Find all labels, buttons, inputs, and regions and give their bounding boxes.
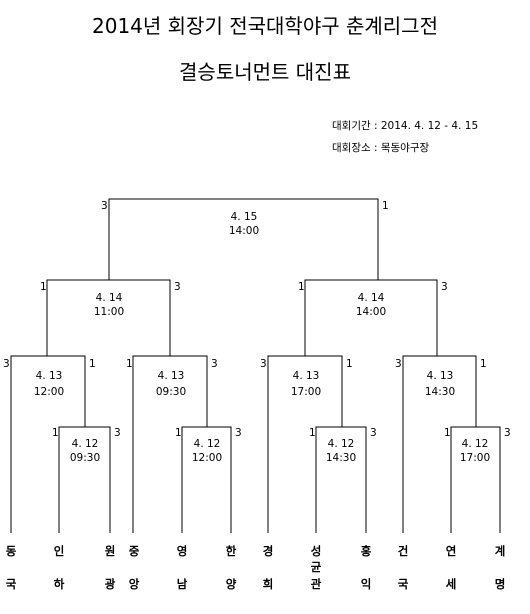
team-name-11-bottom: 세 xyxy=(445,577,457,591)
team-name-12-bottom: 명 xyxy=(494,577,506,591)
team-name-6-bottom: 양 xyxy=(225,577,237,591)
match-semi-left-left-score: 1 xyxy=(40,281,47,293)
page-title: 2014년 회장기 전국대학야구 춘계리그전 xyxy=(92,14,438,38)
match-final-left-score: 3 xyxy=(101,200,108,212)
match-qf3-left-score: 3 xyxy=(260,358,267,370)
team-name-8-top: 성 xyxy=(310,544,322,558)
match-final-date: 4. 15 xyxy=(230,211,258,223)
match-r1-4-time: 17:00 xyxy=(459,452,491,464)
match-final-right-score: 1 xyxy=(382,200,389,212)
match-qf2-left-score: 1 xyxy=(126,358,133,370)
tournament-venue: 대회장소 : 목동야구장 xyxy=(332,142,430,154)
bracket-qf4 xyxy=(402,355,477,533)
match-qf4-right-score: 1 xyxy=(480,358,487,370)
match-r1-4-date: 4. 12 xyxy=(461,438,489,450)
match-qf2-time: 09:30 xyxy=(155,386,187,398)
team-name-7-bottom: 희 xyxy=(262,577,274,591)
match-r1-3-right-score: 3 xyxy=(370,427,377,439)
team-name-8-middle: 균 xyxy=(310,560,322,574)
team-name-5-top: 영 xyxy=(176,544,188,558)
match-r1-3-left-score: 1 xyxy=(309,427,316,439)
match-semi-right-date: 4. 14 xyxy=(357,292,385,304)
match-r1-1-left-score: 1 xyxy=(52,427,59,439)
bracket-r1-2 xyxy=(181,426,232,533)
team-name-4-top: 중 xyxy=(128,544,140,558)
team-name-1-bottom: 국 xyxy=(5,577,17,591)
match-qf3-date: 4. 13 xyxy=(292,370,320,382)
bracket-final xyxy=(108,198,379,280)
match-qf1-right-score: 1 xyxy=(89,358,96,370)
bracket-semi-left xyxy=(46,279,171,356)
bracket-qf3 xyxy=(267,355,343,533)
match-r1-2-time: 12:00 xyxy=(191,452,223,464)
team-name-10-top: 건 xyxy=(397,544,409,558)
match-qf1-time: 12:00 xyxy=(33,386,65,398)
bracket-qf1 xyxy=(10,355,86,533)
match-semi-left-right-score: 3 xyxy=(174,281,181,293)
match-r1-1-time: 09:30 xyxy=(69,452,101,464)
team-name-8-bottom: 관 xyxy=(310,577,322,591)
team-name-2-top: 인 xyxy=(53,544,65,558)
match-semi-left-date: 4. 14 xyxy=(95,292,123,304)
team-name-6-top: 한 xyxy=(225,544,237,558)
team-name-10-bottom: 국 xyxy=(397,577,409,591)
match-qf1-left-score: 3 xyxy=(3,358,10,370)
page-subtitle: 결승토너먼트 대진표 xyxy=(179,60,351,84)
match-qf4-time: 14:30 xyxy=(424,386,456,398)
match-semi-right-right-score: 3 xyxy=(441,281,448,293)
match-qf2-date: 4. 13 xyxy=(157,370,185,382)
match-qf1-date: 4. 13 xyxy=(35,370,63,382)
match-r1-2-date: 4. 12 xyxy=(193,438,221,450)
match-r1-1-right-score: 3 xyxy=(114,427,121,439)
match-semi-right-left-score: 1 xyxy=(298,281,305,293)
bracket-r1-4 xyxy=(450,426,501,533)
match-r1-4-left-score: 1 xyxy=(444,427,451,439)
team-name-5-bottom: 남 xyxy=(176,577,188,591)
match-r1-2-right-score: 3 xyxy=(235,427,242,439)
bracket-semi-right xyxy=(304,279,438,356)
team-name-3-top: 원 xyxy=(104,544,116,558)
match-qf3-right-score: 1 xyxy=(346,358,353,370)
match-r1-3-time: 14:30 xyxy=(325,452,357,464)
team-name-11-top: 연 xyxy=(445,544,457,558)
match-r1-2-left-score: 1 xyxy=(175,427,182,439)
match-semi-left-time: 11:00 xyxy=(93,306,125,318)
bracket-r1-3 xyxy=(315,426,367,533)
bracket-r1-1 xyxy=(58,426,111,533)
match-qf2-right-score: 3 xyxy=(211,358,218,370)
tournament-period: 대회기간 : 2014. 4. 12 - 4. 15 xyxy=(332,120,479,132)
match-r1-1-date: 4. 12 xyxy=(71,438,99,450)
team-name-12-top: 계 xyxy=(494,544,506,558)
match-qf4-left-score: 3 xyxy=(395,358,402,370)
match-qf4-date: 4. 13 xyxy=(426,370,454,382)
bracket-qf2 xyxy=(132,355,208,533)
team-name-1-top: 동 xyxy=(5,544,17,558)
team-name-9-bottom: 익 xyxy=(360,577,372,591)
match-r1-4-right-score: 3 xyxy=(504,427,511,439)
team-name-2-bottom: 하 xyxy=(53,577,65,591)
match-final-time: 14:00 xyxy=(228,225,260,237)
match-qf3-time: 17:00 xyxy=(290,386,322,398)
match-r1-3-date: 4. 12 xyxy=(327,438,355,450)
team-name-7-top: 경 xyxy=(262,544,274,558)
team-name-9-top: 홍 xyxy=(360,544,372,558)
team-name-4-bottom: 앙 xyxy=(128,577,140,591)
team-name-3-bottom: 광 xyxy=(104,577,116,591)
match-semi-right-time: 14:00 xyxy=(355,306,387,318)
